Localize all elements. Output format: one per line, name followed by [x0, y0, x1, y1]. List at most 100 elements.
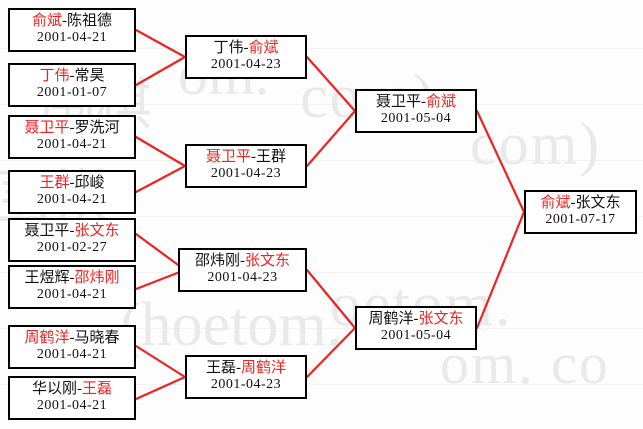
match-players: 周鹤洋-张文东 [368, 311, 464, 328]
match-box[interactable]: 王煜辉-邵炜刚 2001-04-21 [8, 265, 136, 309]
match-date: 2001-04-21 [36, 287, 108, 303]
match-date: 2001-05-04 [380, 111, 452, 127]
page-gridline [0, 384, 643, 385]
vs-dash: - [69, 330, 75, 347]
watermark-text: com) [470, 111, 602, 177]
match-box[interactable]: 王群-邱峻 2001-04-21 [8, 170, 136, 214]
vs-dash: - [570, 195, 576, 212]
page-gridline [0, 216, 643, 217]
player-right: 王磊 [82, 381, 113, 398]
vs-dash: - [69, 223, 75, 240]
player-right: 张文东 [245, 253, 291, 270]
match-date: 2001-04-23 [210, 57, 282, 73]
match-date: 2001-01-07 [36, 85, 108, 101]
player-right: 张文东 [418, 311, 464, 328]
player-right: 张文东 [575, 195, 621, 212]
match-date: 2001-04-21 [36, 137, 108, 153]
player-left: 聂卫平 [24, 120, 70, 137]
vs-dash: - [62, 13, 67, 30]
match-players: 王磊-周鹤洋 [205, 360, 287, 377]
vs-dash: - [236, 360, 241, 377]
match-players: 王煜辉-邵炜刚 [24, 270, 120, 287]
player-right: 俞斌 [248, 40, 279, 57]
vs-dash: - [421, 94, 426, 111]
match-box[interactable]: 聂卫平-王群 2001-04-23 [185, 144, 307, 188]
match-players: 俞斌-陈祖德 [32, 13, 113, 30]
connector-r2m1-r3m1 [305, 55, 357, 113]
player-left: 周鹤洋 [368, 311, 414, 328]
player-right: 常昊 [74, 68, 105, 85]
player-right: 邵炜刚 [74, 270, 120, 287]
match-date: 2001-05-04 [380, 328, 452, 344]
player-left: 丁伟 [213, 40, 244, 57]
connector-r1m3-r2m2 [134, 135, 187, 168]
match-date: 2001-04-21 [36, 347, 108, 363]
vs-dash: - [69, 175, 75, 192]
match-players: 周鹤洋-马晓春 [24, 330, 120, 347]
player-left: 聂卫平 [24, 223, 70, 240]
match-players: 华以刚-王磊 [31, 381, 113, 398]
vs-dash: - [251, 149, 256, 166]
match-box[interactable]: 俞斌-陈祖德 2001-04-21 [8, 8, 136, 52]
match-box[interactable]: 丁伟-俞斌 2001-04-23 [185, 35, 307, 79]
connector-r2m3-r3m2 [305, 268, 357, 330]
player-left: 俞斌 [540, 195, 571, 212]
match-players: 丁伟-俞斌 [213, 40, 279, 57]
player-left: 聂卫平 [205, 149, 251, 166]
connector-r1m2-r2m1 [134, 55, 187, 87]
connector-r1m7-r2m4 [134, 344, 187, 379]
player-left: 周鹤洋 [24, 330, 70, 347]
match-box[interactable]: 丁伟-常昊 2001-01-07 [8, 63, 136, 107]
page-gridline [0, 160, 643, 161]
match-box[interactable]: 聂卫平-张文东 2001-02-27 [8, 218, 136, 262]
connector-r1m4-r2m2 [134, 164, 187, 194]
match-players: 丁伟-常昊 [39, 68, 105, 85]
match-players: 聂卫平-罗洗河 [24, 120, 120, 137]
player-right: 马晓春 [74, 330, 120, 347]
match-box[interactable]: 王磊-周鹤洋 2001-04-23 [185, 355, 307, 399]
vs-dash: - [69, 270, 75, 287]
player-right: 罗洗河 [74, 120, 120, 137]
connector-r1m8-r2m4 [134, 375, 187, 401]
match-box[interactable]: 聂卫平-罗洗河 2001-04-21 [8, 115, 136, 159]
match-box[interactable]: 聂卫平-俞斌 2001-05-04 [355, 89, 477, 133]
player-left: 华以刚 [31, 381, 77, 398]
player-left: 王煜辉 [24, 270, 70, 287]
player-right: 陈祖德 [67, 13, 113, 30]
player-right: 周鹤洋 [241, 360, 287, 377]
match-date: 2001-04-21 [36, 398, 108, 414]
vs-dash: - [69, 68, 75, 85]
vs-dash: - [69, 120, 75, 137]
player-left: 王磊 [205, 360, 236, 377]
player-left: 王群 [39, 175, 70, 192]
player-right: 张文东 [74, 223, 120, 240]
match-box[interactable]: 华以刚-王磊 2001-04-21 [8, 376, 136, 420]
match-players: 俞斌-张文东 [540, 195, 621, 212]
match-date: 2001-04-21 [36, 30, 108, 46]
match-date: 2001-02-27 [36, 240, 108, 256]
player-right: 邱峻 [74, 175, 105, 192]
connector-r2m4-r3m2 [305, 326, 357, 379]
connector-r1m1-r2m1 [134, 28, 187, 59]
player-right: 王群 [256, 149, 287, 166]
match-date: 2001-07-17 [545, 212, 616, 228]
match-players: 聂卫平-王群 [205, 149, 287, 166]
connector-r3m1-r4m1 [475, 109, 526, 214]
match-date: 2001-04-23 [210, 377, 282, 393]
match-box[interactable]: 周鹤洋-马晓春 2001-04-21 [8, 325, 136, 369]
vs-dash: - [243, 40, 249, 57]
vs-dash: - [413, 311, 419, 328]
player-right: 俞斌 [426, 94, 457, 111]
match-players: 聂卫平-张文东 [24, 223, 120, 240]
match-date: 2001-04-23 [210, 166, 282, 182]
player-left: 邵炜刚 [194, 253, 240, 270]
connector-r3m2-r4m1 [475, 210, 526, 330]
connector-r2m2-r3m1 [305, 109, 357, 168]
match-box[interactable]: 周鹤洋-张文东 2001-05-04 [355, 306, 477, 350]
player-left: 聂卫平 [375, 94, 421, 111]
vs-dash: - [240, 253, 245, 270]
match-box-final[interactable]: 俞斌-张文东 2001-07-17 [524, 190, 637, 234]
vs-dash: - [77, 381, 82, 398]
match-box[interactable]: 邵炜刚-张文东 2001-04-23 [178, 248, 307, 292]
